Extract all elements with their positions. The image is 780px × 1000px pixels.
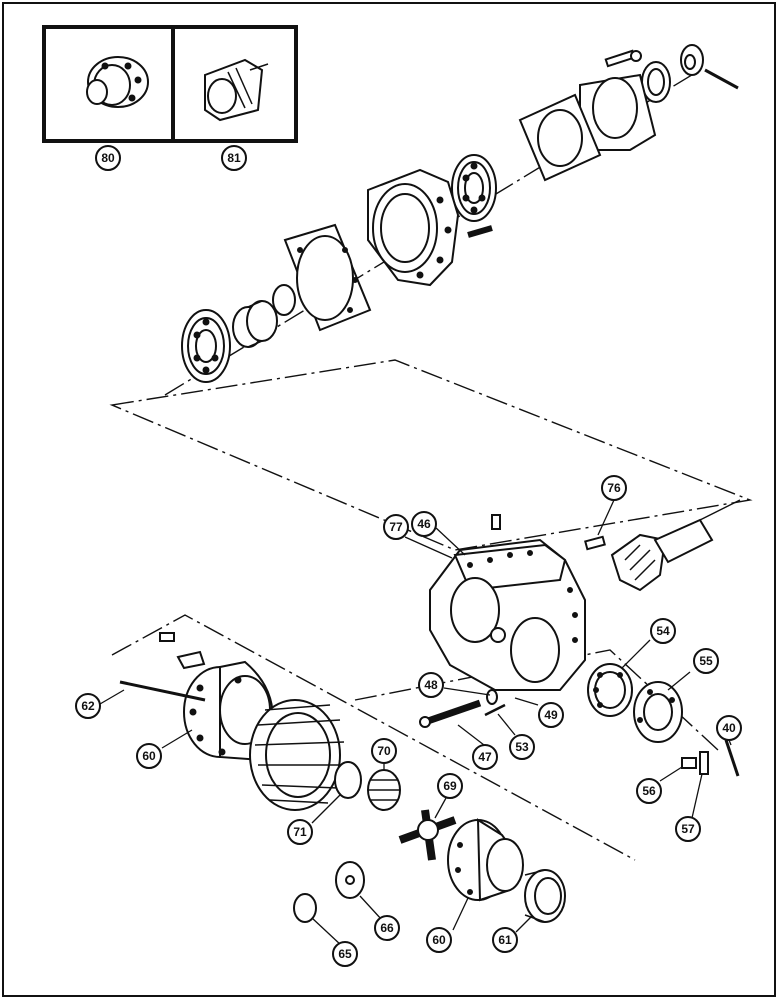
callout-65-label: 65 xyxy=(338,947,352,961)
callout-57-label: 57 xyxy=(681,822,695,836)
bearing-61 xyxy=(524,869,566,923)
callout-54: 54 xyxy=(650,618,676,644)
callout-60-upper: 60 xyxy=(136,743,162,769)
bolt-47 xyxy=(419,699,482,728)
inset-boxes xyxy=(42,25,298,143)
callout-80: 80 xyxy=(95,145,121,171)
callout-49-label: 49 xyxy=(544,708,558,722)
callout-60-lower: 60 xyxy=(426,927,452,953)
ring-gear xyxy=(249,699,345,811)
washer-66 xyxy=(335,861,365,899)
callout-40: 40 xyxy=(716,715,742,741)
callout-48-label: 48 xyxy=(424,678,438,692)
leader-lines xyxy=(99,499,732,947)
case-half-60-upper xyxy=(183,660,274,762)
callout-71-label: 71 xyxy=(293,825,307,839)
callout-66: 66 xyxy=(374,915,400,941)
inset-80-hub xyxy=(86,56,149,108)
callout-81: 81 xyxy=(221,145,247,171)
callout-49: 49 xyxy=(538,702,564,728)
cap-screw-top xyxy=(604,49,642,68)
phantom-outline-lower xyxy=(111,614,636,861)
spider-69 xyxy=(398,809,457,861)
lock-57 xyxy=(699,751,709,775)
callout-53-label: 53 xyxy=(515,740,529,754)
bearing-lower xyxy=(181,309,231,383)
callout-69: 69 xyxy=(437,773,463,799)
seal-ring xyxy=(641,61,671,103)
washer-65 xyxy=(293,893,317,923)
pinion-gear xyxy=(610,499,741,592)
carrier-housing xyxy=(367,168,460,287)
washer-48 xyxy=(486,689,498,705)
inset-81-hub xyxy=(204,58,269,122)
upper-assembly xyxy=(164,44,739,396)
callout-56-label: 56 xyxy=(642,784,656,798)
callout-53: 53 xyxy=(509,734,535,760)
callout-48: 48 xyxy=(418,672,444,698)
callout-71: 71 xyxy=(287,819,313,845)
gasket-upper xyxy=(518,93,602,182)
callout-77: 77 xyxy=(383,514,409,540)
callout-46-label: 46 xyxy=(417,517,431,531)
callout-76: 76 xyxy=(601,475,627,501)
lock-56 xyxy=(681,757,697,769)
bearing-54 xyxy=(587,663,633,717)
screw-40 xyxy=(724,739,740,777)
callout-55: 55 xyxy=(693,648,719,674)
callout-46: 46 xyxy=(411,511,437,537)
callout-77-label: 77 xyxy=(389,520,403,534)
side-pinion-70 xyxy=(367,769,401,811)
callout-61: 61 xyxy=(492,927,518,953)
callout-66-label: 66 xyxy=(380,921,394,935)
callout-60-lower-label: 60 xyxy=(432,933,446,947)
callout-56: 56 xyxy=(636,778,662,804)
case-half-60-lower xyxy=(447,818,524,902)
callout-54-label: 54 xyxy=(656,624,670,638)
callout-80-label: 80 xyxy=(101,151,115,165)
lock-plate-top xyxy=(159,632,206,670)
callout-70: 70 xyxy=(371,738,397,764)
callout-70-label: 70 xyxy=(377,744,391,758)
callout-62: 62 xyxy=(75,693,101,719)
callout-47: 47 xyxy=(472,744,498,770)
callout-47-label: 47 xyxy=(478,750,492,764)
gasket-lower xyxy=(283,223,372,332)
bolt-76 xyxy=(584,535,606,551)
differential-carrier xyxy=(429,514,586,691)
callout-40-label: 40 xyxy=(722,721,736,735)
bolt-small xyxy=(704,68,739,90)
callout-61-label: 61 xyxy=(498,933,512,947)
callout-81-label: 81 xyxy=(227,151,241,165)
snap-ring xyxy=(272,284,296,316)
bolt-62 xyxy=(119,680,206,702)
pin-53 xyxy=(484,703,506,717)
bolt-housing xyxy=(467,225,493,238)
adjuster-55 xyxy=(633,681,683,743)
end-cap xyxy=(680,44,704,76)
phantom-outline-upper xyxy=(109,359,753,551)
callout-62-label: 62 xyxy=(81,699,95,713)
callout-65: 65 xyxy=(332,941,358,967)
callout-69-label: 69 xyxy=(443,779,457,793)
bearing-sleeve xyxy=(232,300,278,348)
callout-60-upper-label: 60 xyxy=(142,749,156,763)
callout-55-label: 55 xyxy=(699,654,713,668)
callout-57: 57 xyxy=(675,816,701,842)
bearing-upper xyxy=(451,154,497,222)
thrust-washer-71 xyxy=(334,761,362,799)
callout-76-label: 76 xyxy=(607,481,621,495)
